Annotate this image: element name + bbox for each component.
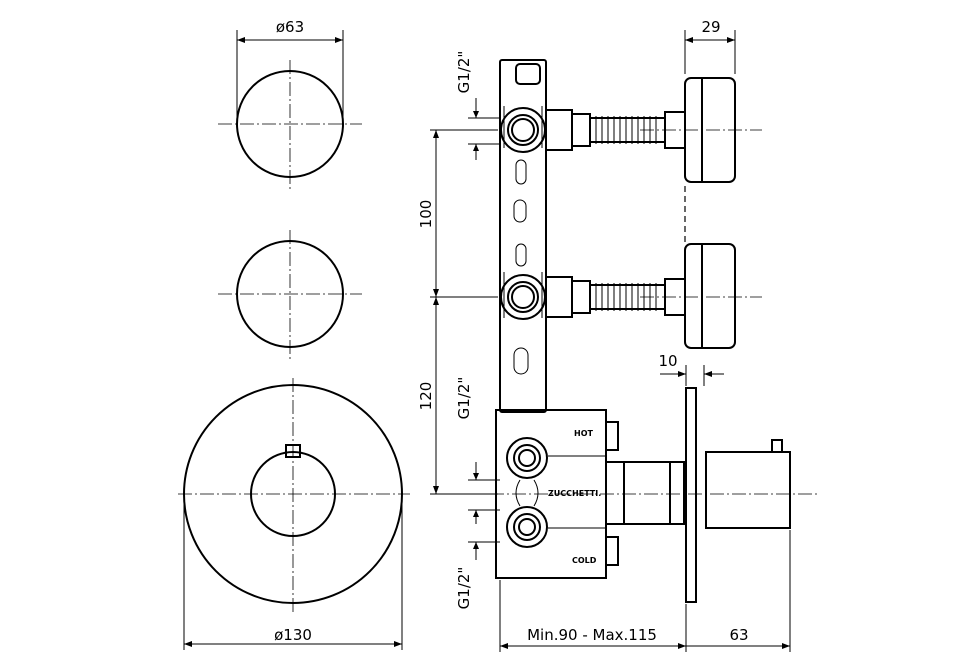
dim-100: 100 <box>417 129 498 298</box>
cover-plate-side <box>685 387 697 603</box>
dim-d63-text: ø63 <box>276 18 304 36</box>
hot-label: HOT <box>574 429 593 438</box>
small-knob-middle-view <box>218 230 362 360</box>
thread-mid-dim: G1/2" <box>455 377 500 524</box>
thread-mid-text: G1/2" <box>455 377 473 420</box>
thread-top-dim: G1/2" <box>455 51 500 160</box>
thread-bot-dim: G1/2" <box>455 541 500 610</box>
dim-29-text: 29 <box>701 18 720 36</box>
dim-d130-text: ø130 <box>274 626 312 644</box>
dim-120: 120 <box>417 297 498 495</box>
thread-top-text: G1/2" <box>455 51 473 94</box>
dim-10: 10 <box>658 352 724 386</box>
small-knob-top-view <box>218 30 362 190</box>
plate-front-view <box>178 378 410 650</box>
thermostatic-mixer-body: HOT COLD ZUCCHETTI. <box>506 421 619 566</box>
upper-knob-side <box>640 77 762 183</box>
brand-label: ZUCCHETTI. <box>548 489 601 498</box>
cold-label: COLD <box>572 556 597 565</box>
middle-knob-side <box>640 243 762 349</box>
dim-63-right-text: 63 <box>729 626 748 644</box>
dim-10-text: 10 <box>658 352 677 370</box>
handle-side <box>468 439 818 529</box>
dim-120-text: 120 <box>417 382 435 411</box>
cartridge-spindle <box>605 461 685 525</box>
dim-min-max: Min.90 - Max.115 <box>499 580 687 652</box>
thread-bot-text: G1/2" <box>455 567 473 610</box>
dim-100-text: 100 <box>417 200 435 229</box>
dim-min-max-text: Min.90 - Max.115 <box>527 626 657 644</box>
dim-29: 29 <box>684 18 736 74</box>
dim-63-right: 63 <box>686 530 791 652</box>
